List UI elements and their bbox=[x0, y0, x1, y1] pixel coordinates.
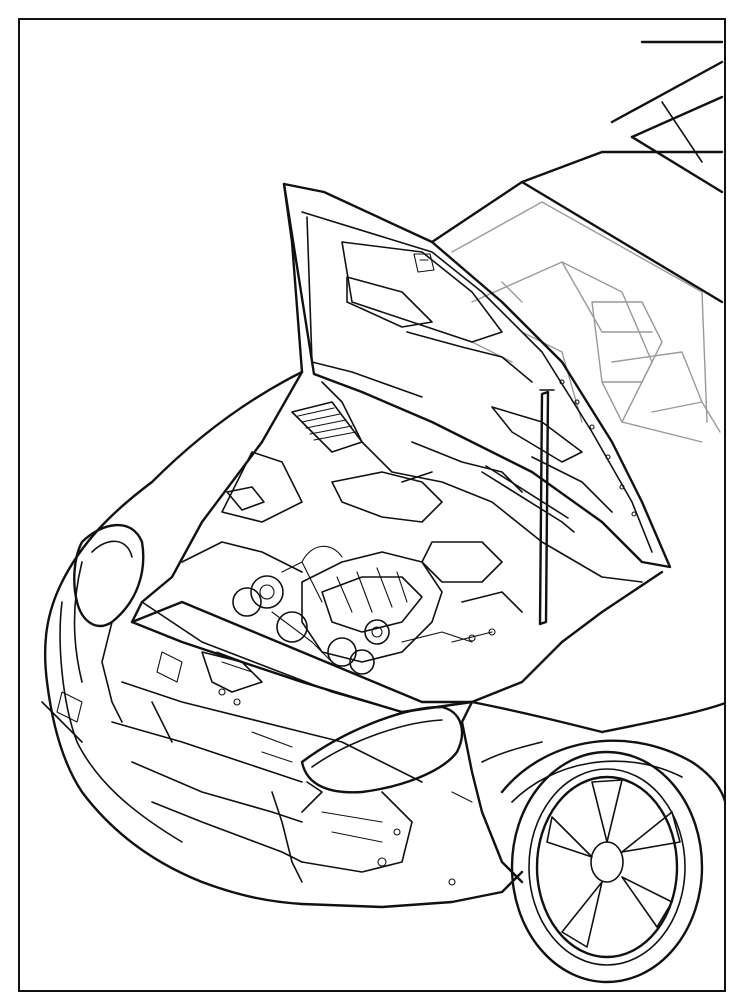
front-wheel bbox=[500, 739, 724, 984]
headlight-right bbox=[300, 705, 464, 813]
car-open-hood-icon bbox=[41, 40, 724, 984]
illustration-frame bbox=[18, 18, 726, 992]
hood-struts bbox=[481, 389, 575, 626]
engine-block bbox=[232, 545, 496, 675]
open-hood bbox=[282, 182, 672, 569]
fender bbox=[448, 700, 724, 886]
front-fascia bbox=[56, 600, 474, 883]
engine-bay bbox=[130, 370, 664, 714]
front-bumper bbox=[41, 182, 524, 909]
headlight-left bbox=[73, 523, 145, 628]
cabin-interior bbox=[430, 40, 724, 443]
